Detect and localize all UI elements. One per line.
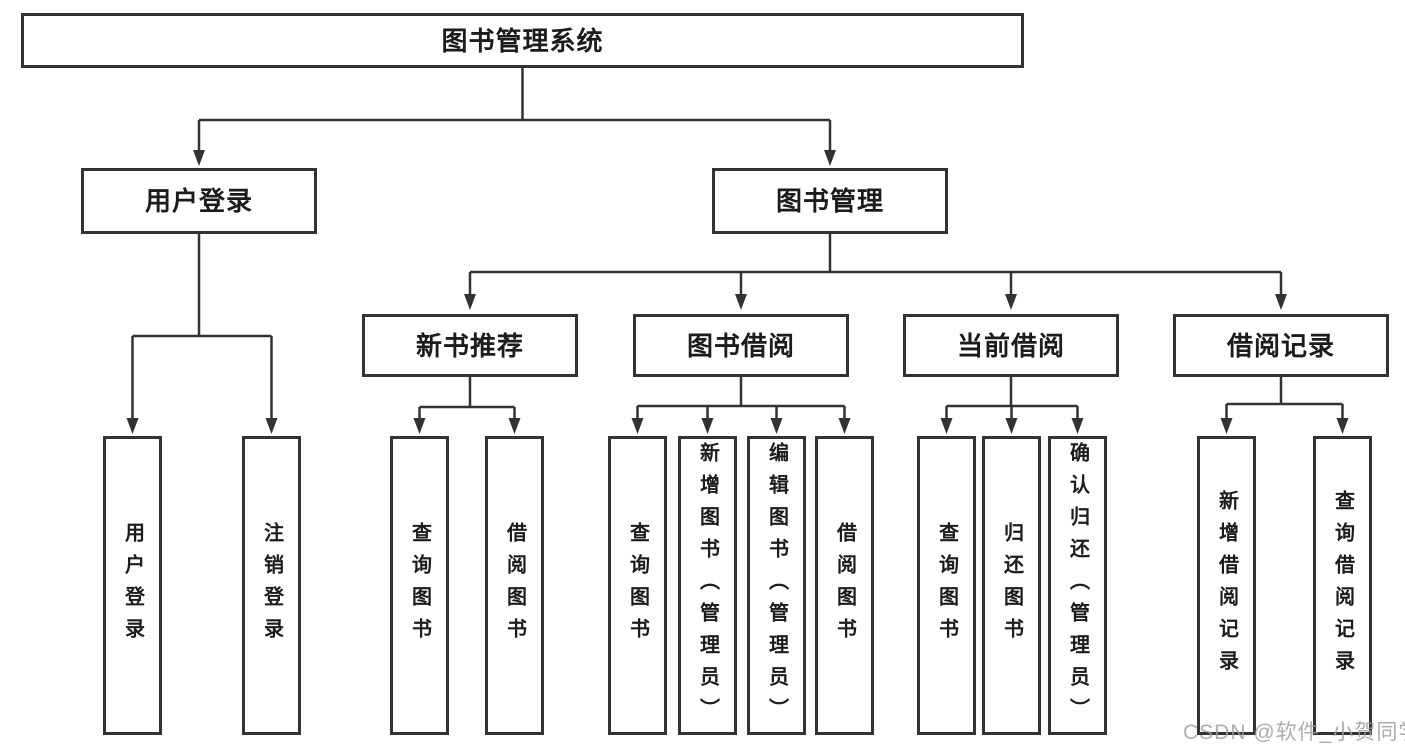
node-label: 借阅图书 bbox=[503, 521, 526, 650]
leaf-add-books-admin: 新增图书（管理员） bbox=[678, 436, 737, 735]
node-root-system: 图书管理系统 bbox=[21, 13, 1024, 68]
leaf-edit-books-admin: 编辑图书（管理员） bbox=[747, 436, 806, 735]
node-label: 查询图书 bbox=[626, 521, 649, 650]
node-label: 用户登录 bbox=[144, 186, 253, 216]
node-label: 查询图书 bbox=[408, 521, 431, 650]
node-user-login: 用户登录 bbox=[81, 168, 317, 234]
leaf-query-borrow-record: 查询借阅记录 bbox=[1313, 436, 1372, 735]
node-label: 查询借阅记录 bbox=[1331, 489, 1354, 682]
node-label: 图书借阅 bbox=[686, 330, 795, 361]
node-label: 借阅图书 bbox=[833, 521, 856, 650]
leaf-borrow-books: 借阅图书 bbox=[485, 436, 544, 735]
leaf-logout: 注销登录 bbox=[242, 436, 301, 735]
leaf-return-books: 归还图书 bbox=[982, 436, 1041, 735]
leaf-add-borrow-record: 新增借阅记录 bbox=[1197, 436, 1256, 735]
node-label: 查询图书 bbox=[935, 521, 958, 650]
node-label: 借阅记录 bbox=[1226, 330, 1335, 361]
node-book-borrow: 图书借阅 bbox=[633, 314, 849, 377]
leaf-confirm-return-admin: 确认归还（管理员） bbox=[1048, 436, 1107, 735]
leaf-query-books: 查询图书 bbox=[608, 436, 667, 735]
node-borrow-records: 借阅记录 bbox=[1173, 314, 1389, 377]
node-label: 确认归还（管理员） bbox=[1066, 441, 1089, 730]
leaf-borrow-books: 借阅图书 bbox=[815, 436, 874, 735]
csdn-watermark: CSDN @软件_小贺同学 bbox=[1183, 721, 1405, 744]
leaf-user-login: 用户登录 bbox=[103, 436, 162, 735]
node-label: 图书管理系统 bbox=[441, 25, 604, 56]
node-label: 归还图书 bbox=[1000, 521, 1023, 650]
node-label: 图书管理 bbox=[775, 186, 884, 216]
node-book-management: 图书管理 bbox=[712, 168, 948, 234]
node-label: 当前借阅 bbox=[956, 330, 1065, 361]
leaf-query-books: 查询图书 bbox=[917, 436, 976, 735]
node-label: 新增借阅记录 bbox=[1215, 489, 1238, 682]
node-new-book-recommend: 新书推荐 bbox=[362, 314, 578, 377]
node-label: 编辑图书（管理员） bbox=[765, 441, 788, 730]
node-label: 新增图书（管理员） bbox=[696, 441, 719, 730]
node-current-borrow: 当前借阅 bbox=[903, 314, 1119, 377]
node-label: 新书推荐 bbox=[415, 330, 524, 361]
leaf-query-books: 查询图书 bbox=[390, 436, 449, 735]
node-label: 用户登录 bbox=[121, 521, 144, 650]
node-label: 注销登录 bbox=[260, 521, 283, 650]
